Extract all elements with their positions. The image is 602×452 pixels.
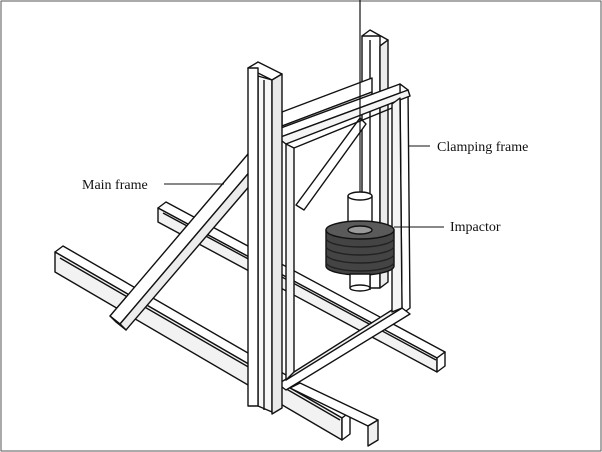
- clamping-frame-label: Clamping frame: [437, 140, 528, 155]
- leader-lines: [164, 145, 444, 228]
- impactor: [325, 0, 395, 292]
- floor-rail-front-right: [289, 382, 379, 447]
- main-frame-label: Main frame: [82, 178, 148, 193]
- main-column: [247, 61, 283, 415]
- rear-diagonal-brace: [295, 117, 367, 211]
- front-diagonal-brace: [109, 153, 259, 331]
- floor-rail-long: [54, 245, 351, 441]
- impactor-label: Impactor: [450, 220, 501, 235]
